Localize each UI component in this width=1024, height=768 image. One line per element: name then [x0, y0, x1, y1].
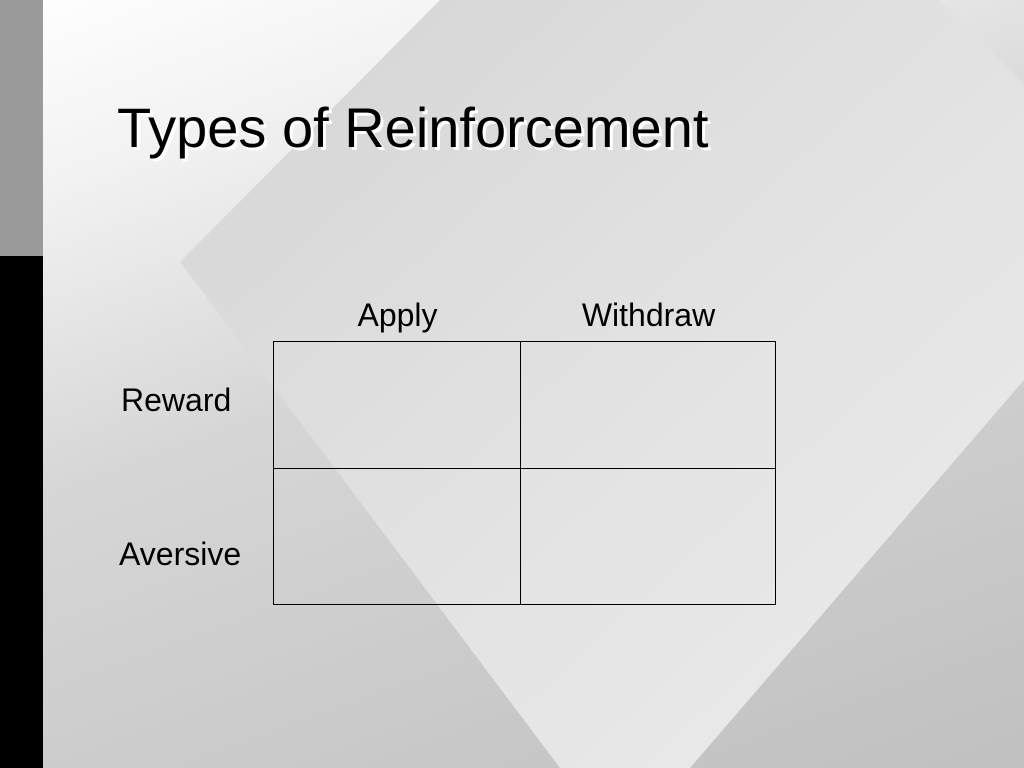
column-header-apply: Apply — [357, 297, 438, 333]
cell-reward-apply — [274, 342, 521, 469]
slide-title: Types of Reinforcement — [117, 96, 709, 159]
cell-aversive-withdraw — [521, 469, 775, 604]
row-header-aversive: Aversive — [119, 536, 242, 572]
left-accent-bar-bottom — [0, 256, 43, 768]
reinforcement-matrix — [273, 341, 776, 605]
cell-reward-withdraw — [521, 342, 775, 469]
cell-aversive-apply — [274, 469, 521, 604]
left-accent-bar-top — [0, 0, 43, 256]
column-header-withdraw: Withdraw — [581, 297, 716, 333]
row-header-reward: Reward — [121, 382, 232, 418]
